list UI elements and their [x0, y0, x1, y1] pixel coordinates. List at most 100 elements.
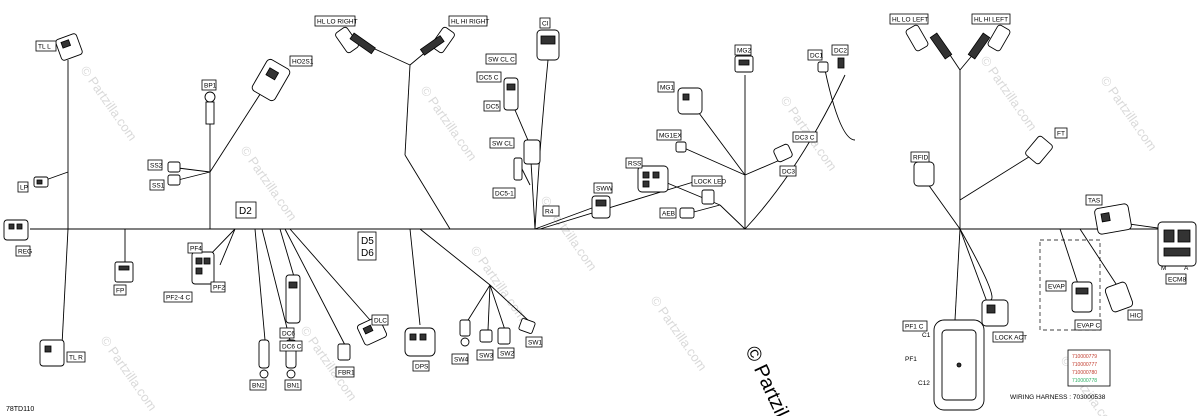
label-pf2-4-c: PF2-4 C	[163, 291, 193, 303]
label-text: HIC	[1130, 313, 1142, 320]
connector-evap-icon	[1071, 281, 1093, 313]
watermark-text: © Partzilla.com	[298, 323, 361, 403]
label-hl-lo-right: HL LO RIGHT	[314, 15, 358, 27]
label-text: LOCK ACT	[995, 335, 1027, 342]
label-text: DC5 C	[479, 75, 499, 82]
connector-dc5-1-icon	[513, 157, 523, 181]
label-evap: EVAP	[1045, 280, 1067, 292]
section-label-text: D5	[361, 236, 374, 247]
label-mg2: MG2	[734, 44, 751, 56]
label-text: AEB	[662, 211, 675, 218]
label-dc2: DC2	[831, 44, 849, 56]
label-ss1: SS1	[149, 179, 165, 191]
label-text: PF2-4 C	[166, 295, 191, 302]
label-pf1-c: PF1 C	[902, 320, 928, 332]
connector-mg2-icon	[734, 55, 754, 73]
big-watermark: © Partzil	[740, 343, 792, 416]
label-text: LOCK LED	[694, 179, 726, 186]
label-text: LP	[20, 185, 28, 192]
label-dc1: DC1	[807, 49, 823, 61]
label-bn2: BN2	[249, 379, 267, 391]
connector-hl-hi-left-icon	[967, 24, 1011, 60]
label-text: FT	[1057, 131, 1065, 138]
label-text: MG2	[737, 48, 751, 55]
label-text: HL LO RIGHT	[317, 19, 358, 26]
label-dc5-1: DC5-1	[492, 187, 516, 199]
label-tas: TAS	[1085, 194, 1103, 206]
label-dc6-c: DC6 C	[279, 340, 303, 352]
label-rss: RSS	[625, 157, 643, 169]
label-sww: SWW	[593, 182, 613, 194]
label-ho2s1: HO2S1	[289, 55, 314, 67]
label-text: HL HI LEFT	[974, 17, 1008, 24]
connector-mg1ex-icon	[675, 141, 687, 153]
label-dc5-c: DC5 C	[476, 71, 502, 83]
label-text: SS2	[150, 163, 163, 170]
label-text: TL R	[69, 355, 83, 362]
label-rfid: RFID	[910, 151, 930, 163]
label-ss2: SS2	[147, 159, 163, 171]
part-number-text: WIRING HARNESS : 703000538	[1010, 394, 1106, 401]
label-pf4: PF4	[187, 242, 203, 254]
connector-ss2-icon	[167, 161, 181, 173]
label-hic: HIC	[1127, 309, 1143, 321]
label-text: HL HI RIGHT	[451, 19, 489, 26]
label-text: FP	[116, 288, 124, 295]
label-reg: REG	[15, 245, 32, 257]
label-text: DC3 C	[795, 135, 815, 142]
label-sw3: SW3	[476, 349, 493, 361]
label-pf2: PF2	[210, 281, 226, 293]
connector-lock-act-icon	[981, 299, 1009, 327]
connector-dps-icon	[404, 327, 436, 357]
label-lock-led: LOCK LED	[691, 175, 726, 187]
pin-label-c1: C1	[922, 332, 931, 339]
connector-tl-r-icon	[39, 339, 65, 367]
label-text: SW2	[500, 351, 514, 358]
connector-ecm8-icon	[1157, 221, 1197, 267]
connector-sw3-icon	[479, 329, 493, 343]
label-lock-act: LOCK ACT	[992, 331, 1027, 343]
label-sw4: SW4	[451, 353, 468, 365]
label-text: MG1	[660, 85, 674, 92]
connector-rss-icon	[637, 165, 669, 193]
watermark-layer: © Partzilla.com© Partzilla.com© Partzill…	[78, 53, 1161, 416]
label-dps: DPS	[412, 360, 430, 372]
label-bn1: BN1	[284, 379, 302, 391]
label-text: CI	[542, 21, 549, 28]
connector-ft-icon	[1025, 135, 1053, 165]
label-evap-c: EVAP C	[1074, 319, 1102, 331]
label-text: MG1EX	[659, 133, 682, 140]
connector-hl-lo-left-icon	[905, 24, 953, 60]
connector-fp-icon	[114, 261, 134, 283]
connector-tl-l-icon	[55, 33, 83, 61]
label-text: DC6 C	[282, 344, 302, 351]
watermark-text: © Partzilla.com	[538, 193, 601, 273]
connector-lock-led-icon	[701, 189, 715, 205]
connector-rfid-icon	[913, 161, 935, 187]
label-text: DLC	[374, 318, 387, 325]
label-dc3-c: DC3 C	[792, 131, 818, 143]
label-dc6: DC6	[279, 327, 295, 339]
connector-pf1-icon	[933, 319, 985, 411]
label-text: SW CL C	[488, 57, 515, 64]
label-r4: R4	[542, 205, 560, 217]
pin-label-ecm8-a: A	[1184, 265, 1189, 272]
label-aeb: AEB	[659, 207, 677, 219]
label-dc5: DC5	[483, 100, 501, 112]
connector-pf2-4-icon	[191, 251, 215, 285]
footer-reference: 78TD110	[6, 406, 34, 413]
connector-hic-icon	[1104, 281, 1134, 313]
label-text: TL L	[38, 44, 51, 51]
connector-labels: TL L HL LO RIGHT HL HI RIGHT CI HO2S1 SW CL C…	[15, 13, 1186, 391]
label-mg1: MG1	[657, 81, 674, 93]
label-text: EVAP	[1048, 284, 1065, 291]
legend-row: 710000779	[1072, 354, 1097, 360]
connector-dc3-icon	[773, 143, 793, 163]
label-fp: FP	[113, 284, 127, 296]
harness-wires	[30, 39, 1166, 346]
label-text: BP1	[204, 83, 217, 90]
